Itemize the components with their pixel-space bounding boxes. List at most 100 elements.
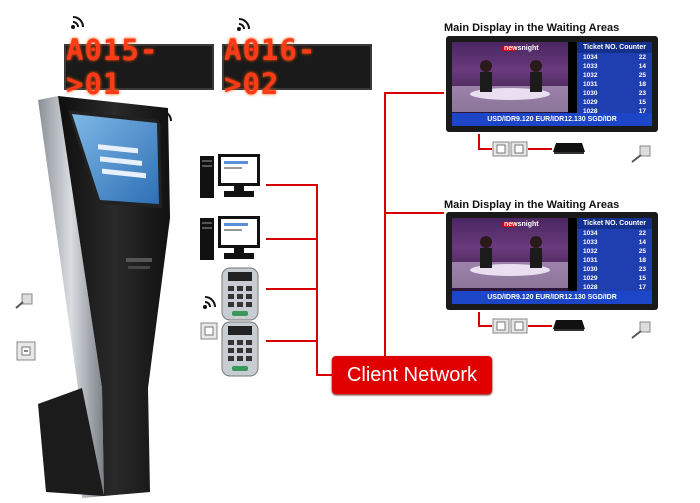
display-title: Main Display in the Waiting Areas — [444, 22, 620, 34]
power-plug-icon — [630, 320, 654, 340]
exchange-ticker: USD/IDR9.120 EUR/IDR12.130 SGD/IDR — [452, 291, 652, 304]
client-network-label: Client Network — [346, 363, 478, 386]
power-plug-icon — [630, 144, 654, 164]
header-ticket: Ticket NO. — [583, 220, 618, 227]
wire — [478, 312, 480, 326]
cell: 1030 — [583, 266, 598, 273]
power-socket-icon — [200, 322, 218, 340]
table-row: 1033 14 — [577, 62, 652, 71]
display-title: Main Display in the Waiting Areas — [444, 199, 620, 211]
wire — [478, 325, 492, 327]
cell: 23 — [638, 266, 646, 273]
table-header: Ticket NO. Counter — [577, 218, 652, 229]
wire — [266, 184, 318, 186]
cell: 22 — [638, 54, 646, 61]
power-socket-icon — [492, 318, 528, 334]
table-row: 1030 23 — [577, 89, 652, 98]
cell: 18 — [638, 257, 646, 264]
table-row: 1030 23 — [577, 265, 652, 274]
cell: 1028 — [583, 108, 598, 115]
cell: 14 — [638, 63, 646, 70]
wire — [528, 148, 552, 150]
cell: 17 — [638, 284, 646, 291]
table-row: 1031 18 — [577, 256, 652, 265]
table-row: 1029 15 — [577, 274, 652, 283]
cell: 25 — [638, 72, 646, 79]
wire — [316, 374, 334, 376]
wire — [266, 238, 318, 240]
cell: 1034 — [583, 54, 598, 61]
wire — [528, 325, 552, 327]
cell: 1032 — [583, 248, 598, 255]
wifi-icon — [158, 108, 174, 124]
wire — [316, 184, 318, 376]
cell: 15 — [638, 275, 646, 282]
media-player-icon — [552, 141, 586, 155]
led-text: A015->01 — [66, 33, 159, 101]
media-player-icon — [552, 318, 586, 332]
newsnight-logo: newsnight — [504, 221, 539, 228]
wire — [266, 288, 318, 290]
wire — [478, 148, 492, 150]
table-row: 1028 17 — [577, 107, 652, 116]
table-row: 1034 22 — [577, 229, 652, 238]
power-socket-icon — [16, 341, 36, 361]
header-counter: Counter — [619, 220, 646, 227]
display-screen: newsnight Ticket NO. Counter 1034 22 1033… — [452, 42, 652, 126]
newsnight-logo: newsnight — [504, 45, 539, 52]
cell: 18 — [638, 81, 646, 88]
header-ticket: Ticket NO. — [583, 44, 618, 51]
display-screen: newsnight Ticket NO. Counter 1034 22 1033… — [452, 218, 652, 304]
main-display-1: newsnight Ticket NO. Counter 1034 22 1033… — [446, 36, 658, 132]
cell: 1029 — [583, 99, 598, 106]
table-row: 1029 15 — [577, 98, 652, 107]
cell: 23 — [638, 90, 646, 97]
cell: 1029 — [583, 275, 598, 282]
cell: 1030 — [583, 90, 598, 97]
wire — [384, 212, 444, 214]
table-row: 1032 25 — [577, 71, 652, 80]
wifi-icon — [70, 14, 86, 30]
table-row: 1034 22 — [577, 53, 652, 62]
table-row: 1028 17 — [577, 283, 652, 292]
wifi-icon — [236, 16, 252, 32]
wifi-icon — [202, 294, 218, 310]
client-network-box: Client Network — [332, 356, 492, 394]
led-board-1: A015->01 — [64, 33, 214, 101]
news-broadcast: newsnight — [452, 42, 568, 113]
cell: 22 — [638, 230, 646, 237]
keypad-terminal-icon — [218, 266, 262, 322]
cell: 1031 — [583, 257, 598, 264]
cell: 14 — [638, 239, 646, 246]
cell: 15 — [638, 99, 646, 106]
cell: 25 — [638, 248, 646, 255]
table-row: 1033 14 — [577, 238, 652, 247]
cell: 1032 — [583, 72, 598, 79]
wire — [266, 340, 318, 342]
cell: 17 — [638, 108, 646, 115]
cell: 1033 — [583, 63, 598, 70]
wire — [478, 134, 480, 148]
cell: 1033 — [583, 239, 598, 246]
led-board-2: A016->02 — [222, 33, 372, 101]
main-display-2: newsnight Ticket NO. Counter 1034 22 1033… — [446, 212, 658, 310]
computer-icon — [198, 214, 262, 264]
keypad-terminal-icon — [218, 320, 262, 378]
exchange-ticker: USD/IDR9.120 EUR/IDR12.130 SGD/IDR — [452, 113, 652, 126]
power-plug-icon — [14, 292, 36, 310]
news-broadcast: newsnight — [452, 218, 568, 291]
computer-icon — [198, 152, 262, 202]
kiosk — [20, 88, 190, 498]
table-header: Ticket NO. Counter — [577, 42, 652, 53]
header-counter: Counter — [619, 44, 646, 51]
wire — [384, 92, 386, 356]
led-text: A016->02 — [224, 33, 317, 101]
power-socket-icon — [492, 141, 528, 157]
cell: 1034 — [583, 230, 598, 237]
table-row: 1032 25 — [577, 247, 652, 256]
wire — [384, 92, 444, 94]
cell: 1028 — [583, 284, 598, 291]
